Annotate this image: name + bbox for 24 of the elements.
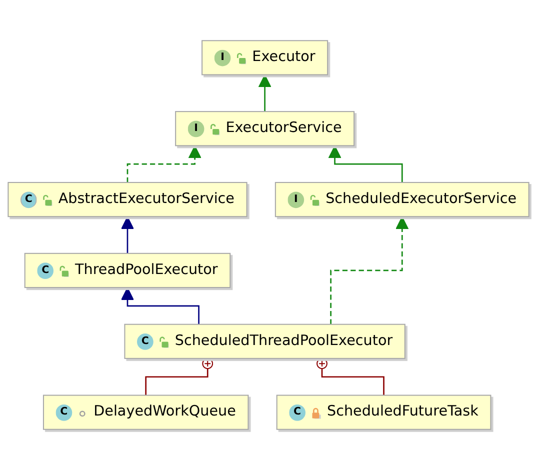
class-name: ExecutorService xyxy=(226,120,342,136)
node-box xyxy=(42,394,249,430)
arrow xyxy=(126,145,202,182)
arrow xyxy=(328,145,403,182)
node-box xyxy=(124,324,406,359)
class-name: ThreadPoolExecutor xyxy=(75,262,218,278)
class-name: AbstractExecutorService xyxy=(58,190,235,208)
class-name: ScheduledFutureTask xyxy=(326,403,478,420)
connector xyxy=(316,358,384,396)
node-box xyxy=(276,394,492,430)
node-box xyxy=(24,252,231,288)
class-name: DelayedWorkQueue xyxy=(94,403,236,420)
node-box xyxy=(202,40,328,76)
arrow xyxy=(121,216,134,254)
node-box xyxy=(274,182,530,218)
node-box xyxy=(175,111,355,146)
class-name: ScheduledThreadPoolExecutor xyxy=(174,332,393,349)
arrow xyxy=(258,74,272,112)
class-name: Executor xyxy=(252,48,316,66)
node-box xyxy=(8,182,248,218)
arrow xyxy=(121,287,200,324)
arrow xyxy=(330,216,409,324)
connector xyxy=(145,358,214,396)
class-name: ScheduledExecutorService xyxy=(326,190,517,208)
